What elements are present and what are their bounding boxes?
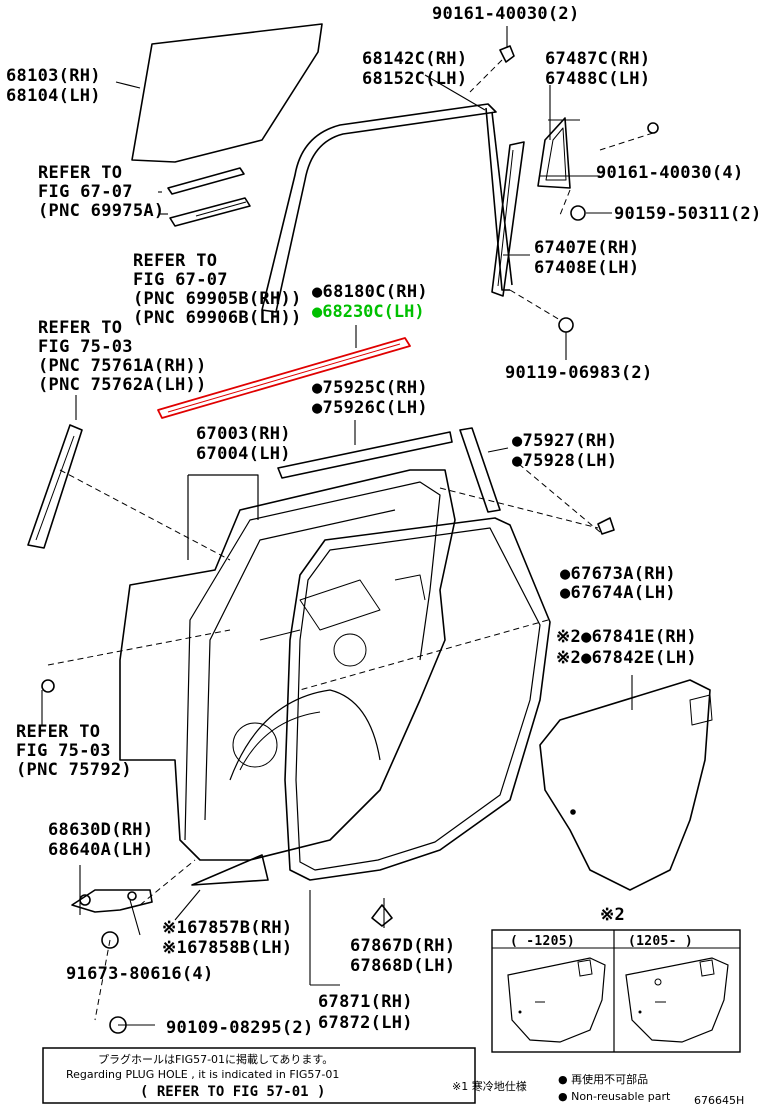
label-67858b[interactable]: ※167858B(LH): [162, 938, 292, 958]
rear-channel-part[interactable]: [491, 141, 525, 297]
door-hinge-part[interactable]: [71, 889, 153, 913]
ref3-line4: (PNC 75762A(LH)): [38, 375, 207, 395]
ref3-line3: (PNC 75761A(RH)): [38, 356, 207, 376]
label-90119-06983[interactable]: 90119-06983(2): [505, 363, 653, 383]
inset-left-cover[interactable]: [507, 957, 606, 1043]
legend-nonreuse-en: ● Non-reusable part: [558, 1090, 671, 1103]
rear-door-panel-part[interactable]: [119, 469, 456, 861]
inset-left-header: ( -1205): [510, 934, 575, 949]
label-67673a[interactable]: ●67673A(RH): [560, 564, 676, 584]
service-hole-cover-part[interactable]: [539, 679, 711, 891]
label-67871[interactable]: 67871(RH): [318, 992, 413, 1012]
ref4-line3: (PNC 75792): [16, 760, 132, 780]
mark2-label: ※2: [600, 905, 625, 925]
label-75927[interactable]: ●75927(RH): [512, 431, 617, 451]
label-90159-50311[interactable]: 90159-50311(2): [614, 204, 760, 224]
ref4-line2[interactable]: FIG 75-03: [16, 741, 111, 761]
door-glass-part[interactable]: [131, 23, 323, 163]
glass-run-part[interactable]: [261, 103, 497, 313]
label-68180c[interactable]: ●68180C(RH): [312, 282, 428, 302]
label-68630d[interactable]: 68630D(RH): [48, 820, 153, 840]
dashed-guides: [47, 59, 654, 1021]
quarter-glass-part[interactable]: [537, 117, 571, 189]
belt-moulding-highlight-part[interactable]: [157, 337, 411, 419]
label-68142c[interactable]: 68142C(RH): [362, 49, 467, 69]
label-68104[interactable]: 68104(LH): [6, 86, 101, 106]
parts-drawing: [27, 23, 713, 1034]
label-75926c[interactable]: ●75926C(LH): [312, 398, 428, 418]
label-67004[interactable]: 67004(LH): [196, 444, 291, 464]
label-67841e[interactable]: ※2●67841E(RH): [556, 627, 697, 647]
note-reference[interactable]: ( REFER TO FIG 57-01 ): [140, 1084, 325, 1100]
front-pillar-garnish-part[interactable]: [27, 424, 83, 549]
bolt-91673-part[interactable]: [101, 931, 119, 949]
screw-90161-part[interactable]: [647, 122, 659, 134]
label-67487c[interactable]: 67487C(RH): [545, 49, 650, 69]
plug-hole-note: プラグホールはFIG57-01に掲載してあります。 Regarding PLUG…: [42, 1047, 476, 1104]
label-67003[interactable]: 67003(RH): [196, 424, 291, 444]
label-67842e[interactable]: ※2●67842E(LH): [556, 648, 697, 668]
plug-75792-part[interactable]: [41, 679, 55, 693]
clip-90119-part[interactable]: [558, 317, 574, 333]
outer-weatherstrip-part[interactable]: [167, 167, 245, 195]
label-75925c[interactable]: ●75925C(RH): [312, 378, 428, 398]
ref3-line1: REFER TO: [38, 318, 122, 338]
ref2-line2[interactable]: FIG 67-07: [133, 270, 228, 290]
pillar-garnish-part[interactable]: [459, 427, 501, 513]
label-90161-40030-2[interactable]: 90161-40030(2): [432, 4, 580, 24]
label-68230c-highlighted[interactable]: ●68230C(LH): [312, 302, 425, 322]
label-75928[interactable]: ●75928(LH): [512, 451, 617, 471]
label-67857b[interactable]: ※167857B(RH): [162, 918, 292, 938]
ref1-line3: (PNC 69975A): [38, 201, 164, 221]
label-67674a[interactable]: ●67674A(LH): [560, 583, 676, 603]
note-english: Regarding PLUG HOLE , it is indicated in…: [66, 1068, 339, 1081]
ref2-line3: (PNC 69905B(RH)): [133, 289, 302, 309]
figure-id: 676645H: [694, 1094, 744, 1107]
label-67872[interactable]: 67872(LH): [318, 1013, 413, 1033]
clip-top-part[interactable]: [499, 45, 515, 63]
ref2-line1: REFER TO: [133, 251, 217, 271]
bolt-90159-part[interactable]: [570, 205, 586, 221]
inset-right-cover[interactable]: [625, 957, 729, 1043]
label-67408e[interactable]: 67408E(LH): [534, 258, 639, 278]
ref3-line2[interactable]: FIG 75-03: [38, 337, 133, 357]
label-67867d[interactable]: 67867D(RH): [350, 936, 455, 956]
door-weatherstrip-part[interactable]: [284, 517, 551, 881]
ref1-line2[interactable]: FIG 67-07: [38, 182, 133, 202]
label-90161-40030-4[interactable]: 90161-40030(4): [596, 163, 744, 183]
inner-weatherstrip-part[interactable]: [169, 197, 251, 227]
inset-variants: ( -1205) (1205- ): [491, 929, 741, 1053]
ref2-line4: (PNC 69906B(LH)): [133, 308, 302, 328]
label-67488c[interactable]: 67488C(LH): [545, 69, 650, 89]
legend-mark1: ※1 寒冷地仕様: [452, 1079, 527, 1093]
upper-moulding-part[interactable]: [277, 431, 453, 479]
label-68103[interactable]: 68103(RH): [6, 66, 101, 86]
label-67407e[interactable]: 67407E(RH): [534, 238, 639, 258]
sealer-67857-part[interactable]: [191, 854, 269, 886]
ref4-line1: REFER TO: [16, 722, 100, 742]
label-68640a[interactable]: 68640A(LH): [48, 840, 153, 860]
leader-lines: [41, 26, 633, 1026]
ref1-line1: REFER TO: [38, 163, 122, 183]
legend-nonreuse-jp: ● 再使用不可部品: [558, 1072, 648, 1086]
plug-67867-part[interactable]: [371, 904, 393, 927]
clip-67673-part[interactable]: [597, 517, 615, 535]
label-90109-08295[interactable]: 90109-08295(2): [166, 1018, 314, 1038]
inset-right-header: (1205- ): [628, 934, 693, 949]
note-japanese: プラグホールはFIG57-01に掲載してあります。: [98, 1052, 333, 1066]
label-68152c[interactable]: 68152C(LH): [362, 69, 467, 89]
label-91673-80616[interactable]: 91673-80616(4): [66, 964, 214, 984]
legend: ※1 寒冷地仕様 ● 再使用不可部品 ● Non-reusable part 6…: [452, 1072, 744, 1107]
label-67868d[interactable]: 67868D(LH): [350, 956, 455, 976]
part-labels: 90161-40030(2) 68103(RH) 68104(LH) 68142…: [6, 4, 760, 1038]
